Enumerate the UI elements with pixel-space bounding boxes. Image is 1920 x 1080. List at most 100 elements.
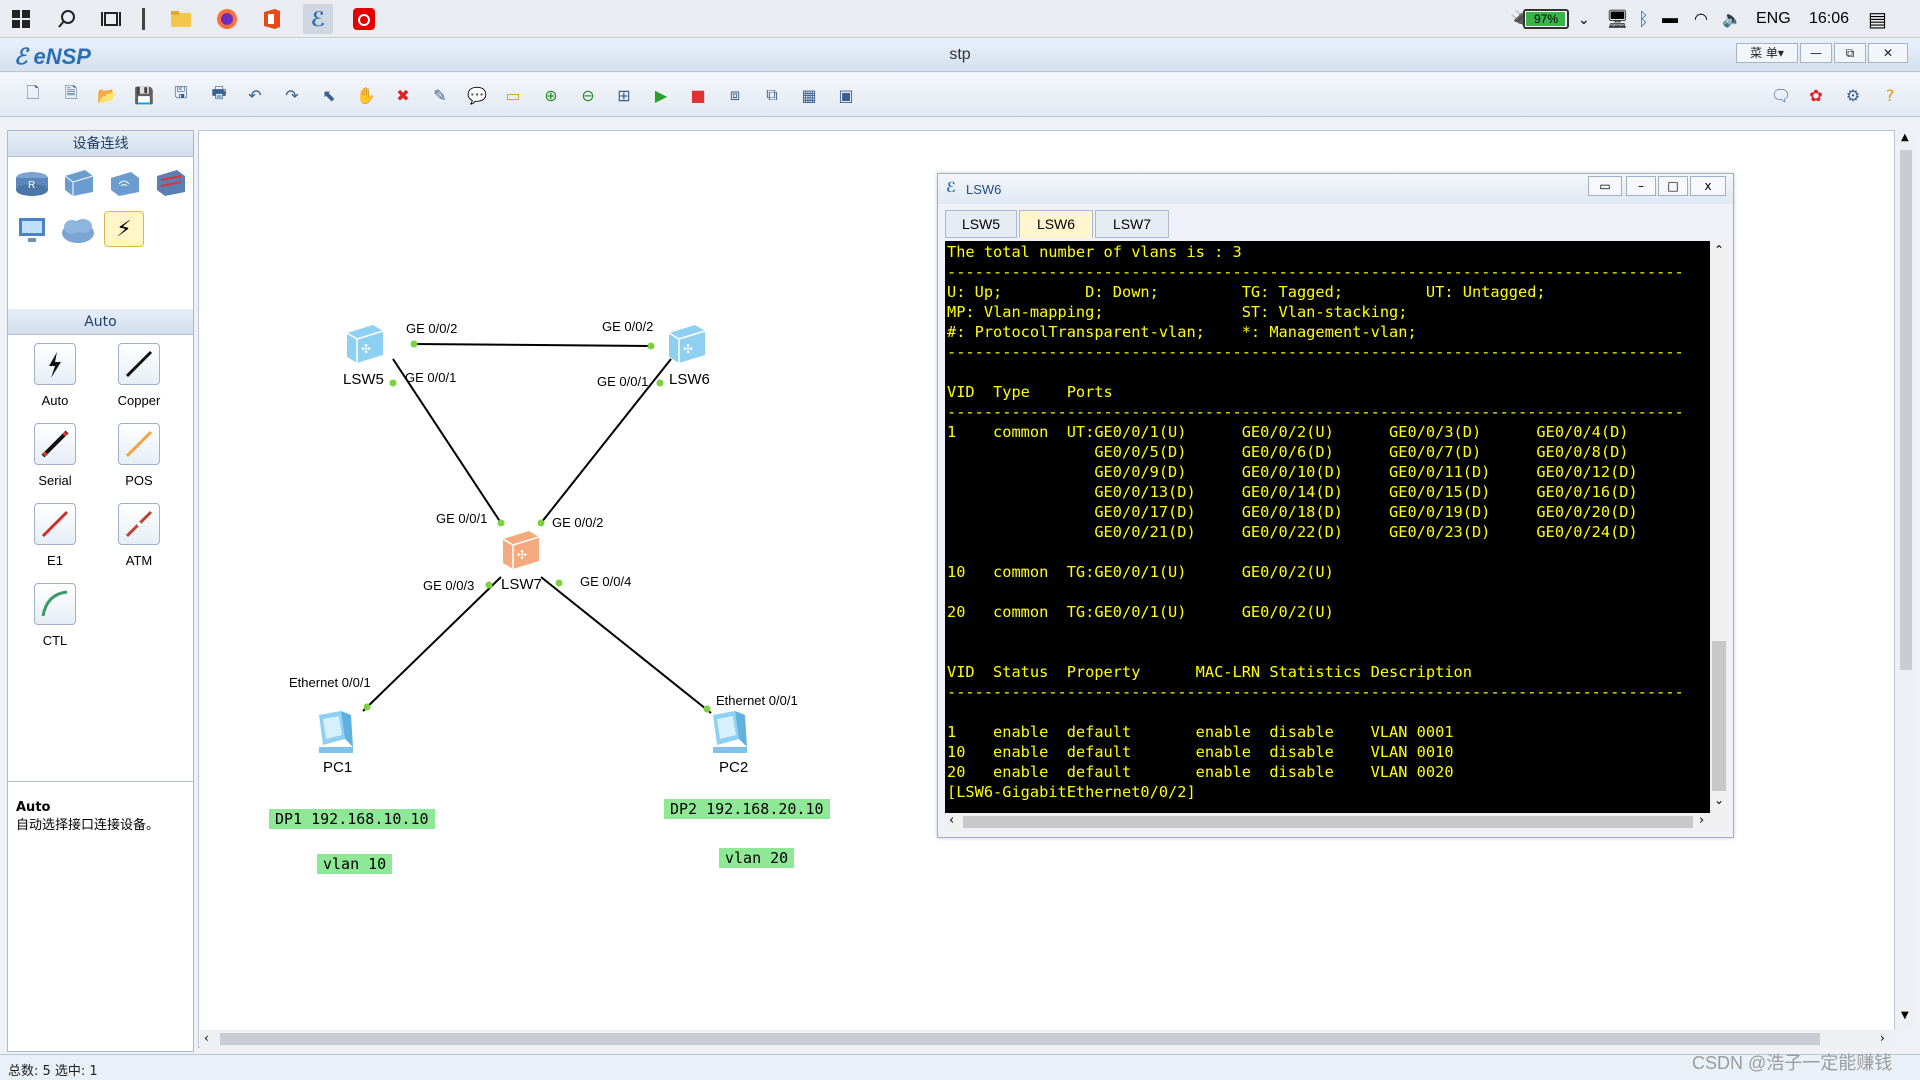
terminal-tab-lsw7[interactable]: LSW7	[1095, 210, 1169, 238]
cable-ctl[interactable]: CTL	[13, 583, 97, 661]
stop-device-icon[interactable]: ■	[690, 85, 706, 105]
capture-data-icon[interactable]: ⧈	[729, 85, 741, 104]
terminal-scroll-thumb[interactable]	[1712, 641, 1726, 791]
firefox-icon[interactable]	[212, 4, 242, 34]
topology-icon[interactable]: ⧉	[766, 85, 778, 104]
search-icon[interactable]	[52, 4, 82, 34]
delete-link-icon[interactable]: ✎	[433, 85, 447, 105]
cable-copper[interactable]: Copper	[97, 343, 181, 421]
terminal-titlebar[interactable]: ℰ LSW6 ▭ – □ x	[938, 174, 1733, 204]
terminal-vertical-scrollbar[interactable]: ⌃ ⌄	[1710, 241, 1728, 813]
ensp-taskbar-icon[interactable]: ℰ	[303, 4, 333, 34]
terminal-close-button[interactable]: x	[1690, 176, 1726, 196]
scroll-up-icon[interactable]: ▲	[1901, 132, 1909, 143]
save-as-icon[interactable]: 🖫	[174, 82, 188, 102]
rectangle-icon[interactable]: ▭	[505, 85, 521, 105]
terminal-window[interactable]: ℰ LSW6 ▭ – □ x LSW5 LSW6 LSW7 The total …	[937, 173, 1734, 838]
note-vlan20[interactable]: vlan 20	[719, 848, 795, 868]
chat-icon[interactable]: 🗨	[1770, 85, 1792, 105]
firewall-category-icon[interactable]	[150, 165, 190, 201]
zoom-out-icon[interactable]: ⊖	[581, 85, 595, 105]
cable-atm[interactable]: ATM	[97, 503, 181, 581]
scroll-up-icon[interactable]: ⌃	[1714, 243, 1725, 257]
start-device-icon[interactable]: ▶	[654, 85, 668, 105]
switch-lsw5-icon[interactable]: ✣	[343, 323, 387, 365]
huawei-icon[interactable]: ✿	[1809, 85, 1823, 105]
chevron-down-icon[interactable]: ⌄	[1578, 10, 1590, 27]
note-vlan10[interactable]: vlan 10	[317, 854, 393, 874]
print-icon[interactable]: 🖶	[211, 82, 227, 102]
notification-icon[interactable]: ▤	[1868, 8, 1887, 31]
scroll-down-icon[interactable]: ⌄	[1714, 793, 1725, 807]
settings-icon[interactable]: ⚙	[1845, 85, 1861, 105]
wifi-icon[interactable]: ◠	[1694, 11, 1708, 28]
canvas-horizontal-scrollbar[interactable]: ‹ ›	[200, 1030, 1895, 1048]
task-view-icon[interactable]	[96, 4, 126, 34]
scroll-down-icon[interactable]: ▼	[1901, 1010, 1909, 1021]
redo-icon[interactable]: ↷	[285, 85, 299, 105]
cable-serial[interactable]: Serial	[13, 423, 97, 501]
link-lsw5-lsw7	[392, 358, 502, 524]
restore-button[interactable]: ⧉	[1834, 43, 1866, 63]
wireless-category-icon[interactable]	[104, 165, 144, 201]
clock[interactable]: 16:06	[1809, 10, 1850, 27]
battery-indicator[interactable]: 97%	[1523, 9, 1569, 29]
scroll-right-icon[interactable]: ›	[1880, 1031, 1885, 1045]
command-line-icon[interactable]: ▣	[838, 85, 854, 105]
cloud-category-icon[interactable]	[58, 213, 98, 249]
connection-category-icon[interactable]: ⚡	[104, 211, 144, 247]
device-manager-icon[interactable]: 🖥	[1606, 8, 1629, 29]
menu-button[interactable]: 菜 单▾	[1736, 43, 1798, 63]
horizontal-scroll-thumb[interactable]	[220, 1033, 1820, 1045]
note-dp1[interactable]: DP1 192.168.10.10	[269, 809, 435, 829]
fit-view-icon[interactable]: ⊞	[617, 85, 631, 105]
scroll-right-icon[interactable]: ›	[1699, 813, 1705, 828]
cable-e1[interactable]: E1	[13, 503, 97, 581]
zoom-in-icon[interactable]: ⊕	[544, 85, 558, 105]
scroll-left-icon[interactable]: ‹	[204, 1031, 209, 1045]
new-example-icon[interactable]: 🗎	[64, 82, 78, 102]
windows-start-icon[interactable]	[6, 4, 36, 34]
help-icon[interactable]: ?	[1885, 85, 1895, 105]
file-explorer-icon[interactable]	[166, 4, 196, 34]
battery-tray-icon[interactable]: ▬	[1662, 10, 1678, 27]
scroll-left-icon[interactable]: ‹	[949, 813, 955, 828]
bluetooth-icon[interactable]: ᛒ	[1638, 8, 1649, 29]
port-label: Ethernet 0/0/1	[289, 675, 371, 690]
pc1-icon[interactable]	[311, 709, 359, 757]
cable-pos[interactable]: POS	[97, 423, 181, 501]
hand-pan-icon[interactable]: ✋	[356, 85, 376, 105]
router-category-icon[interactable]: R	[12, 165, 52, 201]
delete-icon[interactable]: ✖	[396, 85, 410, 105]
canvas-vertical-scrollbar[interactable]: ▲ ▼	[1897, 130, 1915, 1030]
select-pointer-icon[interactable]: ⬉	[322, 85, 336, 105]
volume-icon[interactable]: 🔈	[1722, 11, 1742, 28]
terminal-maximize-button[interactable]: □	[1658, 176, 1688, 196]
switch-lsw7-icon[interactable]: ✣	[499, 529, 543, 571]
note-dp2[interactable]: DP2 192.168.20.10	[664, 799, 830, 819]
undo-icon[interactable]: ↶	[248, 85, 262, 105]
input-language[interactable]: ENG	[1756, 10, 1791, 27]
switch-category-icon[interactable]	[58, 165, 98, 201]
office-icon[interactable]	[257, 4, 287, 34]
open-icon[interactable]: 📂	[97, 85, 117, 105]
text-annotation-icon[interactable]: 💬	[467, 85, 487, 105]
save-icon[interactable]: 💾	[134, 85, 154, 105]
pc-category-icon[interactable]	[12, 213, 52, 249]
terminal-tab-lsw6[interactable]: LSW6	[1019, 210, 1093, 238]
cable-auto[interactable]: Auto	[13, 343, 97, 421]
terminal-screen[interactable]: The total number of vlans is : 3 -------…	[945, 241, 1710, 813]
new-topology-icon[interactable]: 🗋	[26, 82, 40, 102]
netease-music-icon[interactable]	[349, 4, 379, 34]
grid-icon[interactable]: ▦	[801, 85, 817, 105]
vertical-scroll-thumb[interactable]	[1900, 150, 1912, 670]
terminal-minimize-button[interactable]: –	[1626, 176, 1656, 196]
terminal-hscroll-thumb[interactable]	[963, 816, 1693, 828]
close-button[interactable]: ✕	[1868, 43, 1908, 63]
terminal-horizontal-scrollbar[interactable]: ‹ ›	[945, 813, 1728, 831]
terminal-tab-lsw5[interactable]: LSW5	[945, 210, 1017, 238]
terminal-pin-button[interactable]: ▭	[1588, 176, 1622, 196]
pc2-icon[interactable]	[705, 709, 753, 757]
switch-lsw6-icon[interactable]: ✣	[665, 323, 709, 365]
minimize-button[interactable]: —	[1800, 43, 1832, 63]
